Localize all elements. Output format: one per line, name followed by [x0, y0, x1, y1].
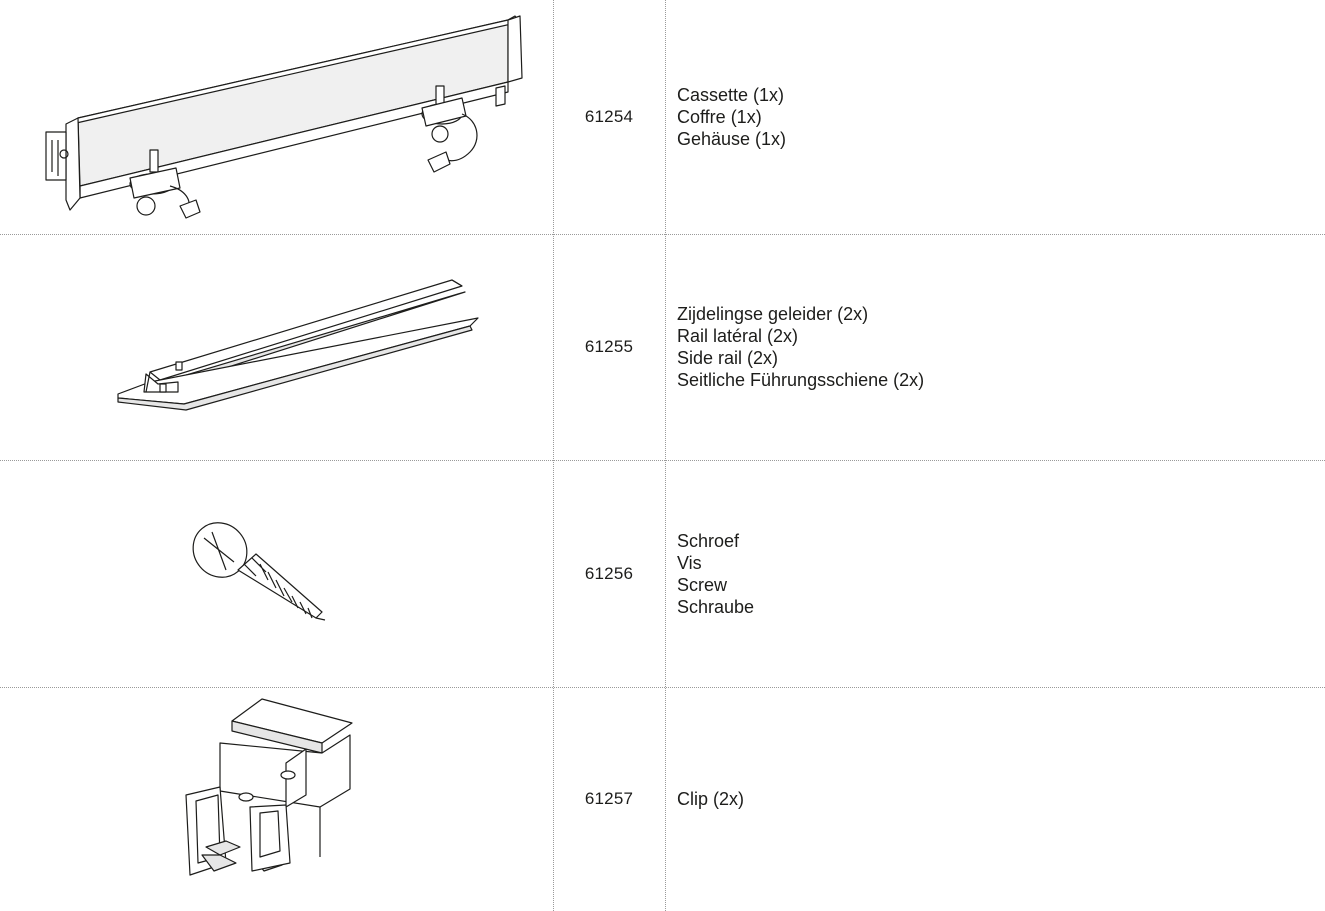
parts-row-side-rail: 61255 Zijdelingse geleider (2x) Rail lat… — [0, 234, 1325, 460]
description-line: Side rail (2x) — [677, 348, 779, 368]
description-line: Cassette (1x) — [677, 85, 785, 105]
part-description: Schroef Vis Screw Schraube — [677, 460, 1325, 687]
description-line: Zijdelingse geleider (2x) — [677, 304, 869, 324]
parts-row-clip: 61257 Clip (2x) — [0, 687, 1325, 911]
description-line: Clip (2x) — [677, 789, 745, 809]
part-description: Clip (2x) — [677, 687, 1325, 911]
side-rail-illustration — [117, 279, 479, 411]
row-divider — [0, 460, 1325, 461]
part-description: Cassette (1x) Coffre (1x) Gehäuse (1x) — [677, 0, 1325, 234]
parts-row-screw: 61256 Schroef Vis Screw Schraube — [0, 460, 1325, 687]
description-line: Vis — [677, 552, 702, 573]
description-line: Coffre (1x) — [677, 107, 762, 127]
part-image-cell — [0, 460, 553, 687]
part-code: 61254 — [584, 107, 634, 126]
description-line: Schroef — [677, 530, 740, 551]
part-image-cell — [0, 0, 553, 234]
row-divider — [0, 234, 1325, 235]
part-code: 61256 — [584, 563, 634, 583]
column-divider-image-code — [553, 0, 554, 911]
row-divider — [0, 687, 1325, 688]
part-code: 61257 — [584, 789, 634, 808]
description-line: Seitliche Führungsschiene (2x) — [677, 370, 925, 390]
screw-illustration — [192, 522, 326, 621]
cassette-illustration — [45, 15, 523, 219]
description-line: Screw — [677, 574, 728, 595]
part-description: Zijdelingse geleider (2x) Rail latéral (… — [677, 234, 1325, 460]
description-line: Schraube — [677, 596, 755, 617]
parts-row-cassette: 61254 Cassette (1x) Coffre (1x) Gehäuse … — [0, 0, 1325, 234]
description-line: Gehäuse (1x) — [677, 129, 787, 149]
part-code: 61255 — [584, 337, 634, 356]
part-image-cell — [0, 687, 553, 911]
column-divider-code-description — [665, 0, 666, 911]
part-image-cell — [0, 234, 553, 460]
description-line: Rail latéral (2x) — [677, 326, 799, 346]
clip-illustration — [185, 698, 353, 876]
